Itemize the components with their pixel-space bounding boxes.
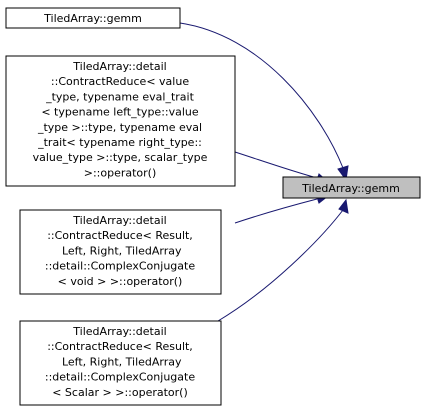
- edge-caller-gemm: [179, 22, 344, 169]
- label-line: ::ContractReduce< Result,: [47, 340, 193, 353]
- nodes: TiledArray::gemm TiledArray::detail::Con…: [5, 7, 421, 406]
- caller-node-contract-reduce-value-type-label: TiledArray::detail::ContractReduce< valu…: [33, 60, 208, 179]
- label-line: ::detail::ComplexConjugate: [45, 371, 195, 384]
- caller-node-contract-reduce-void-label: TiledArray::detail::ContractReduce< Resu…: [45, 214, 195, 288]
- edge-caller-contract-reduce-value-type: [234, 151, 318, 179]
- label-line: ::ContractReduce< Result,: [47, 229, 193, 242]
- label-line: ::ContractReduce< value: [51, 75, 189, 88]
- label-line: Left, Right, TiledArray: [58, 244, 182, 257]
- label-line: _type, typename eval_trait: [45, 90, 195, 103]
- arrowhead-caller-contract-reduce-scalar: [338, 198, 349, 214]
- caller-node-contract-reduce-scalar-label: TiledArray::detail::ContractReduce< Resu…: [45, 325, 195, 399]
- label-line: < void > >::operator(): [58, 275, 183, 288]
- label-line: TiledArray::detail: [72, 60, 166, 73]
- label-line: _type >::type, typename eval: [37, 121, 202, 134]
- target-node-gemm[interactable]: TiledArray::gemm: [282, 176, 421, 199]
- label-line: TiledArray::gemm: [301, 182, 400, 195]
- label-line: < typename left_type::value: [41, 106, 199, 119]
- caller-node-contract-reduce-void[interactable]: TiledArray::detail::ContractReduce< Resu…: [19, 209, 222, 295]
- caller-node-gemm[interactable]: TiledArray::gemm: [5, 7, 181, 29]
- edge-caller-contract-reduce-void: [234, 198, 318, 224]
- caller-node-gemm-label: TiledArray::gemm: [43, 12, 142, 25]
- caller-node-contract-reduce-value-type[interactable]: TiledArray::detail::ContractReduce< valu…: [5, 55, 236, 187]
- label-line: ::detail::ComplexConjugate: [45, 260, 195, 273]
- label-line: TiledArray::detail: [72, 214, 166, 227]
- caller-node-contract-reduce-scalar[interactable]: TiledArray::detail::ContractReduce< Resu…: [19, 320, 222, 406]
- edge-caller-contract-reduce-scalar: [217, 209, 344, 322]
- target-node-gemm-label: TiledArray::gemm: [301, 182, 400, 195]
- label-line: TiledArray::gemm: [43, 12, 142, 25]
- label-line: TiledArray::detail: [72, 325, 166, 338]
- label-line: Left, Right, TiledArray: [58, 355, 182, 368]
- label-line: _trait< typename right_type::: [37, 136, 202, 149]
- label-line: < Scalar > >::operator(): [52, 386, 188, 399]
- label-line: value_type >::type, scalar_type: [33, 151, 208, 164]
- label-line: >::operator(): [84, 166, 157, 179]
